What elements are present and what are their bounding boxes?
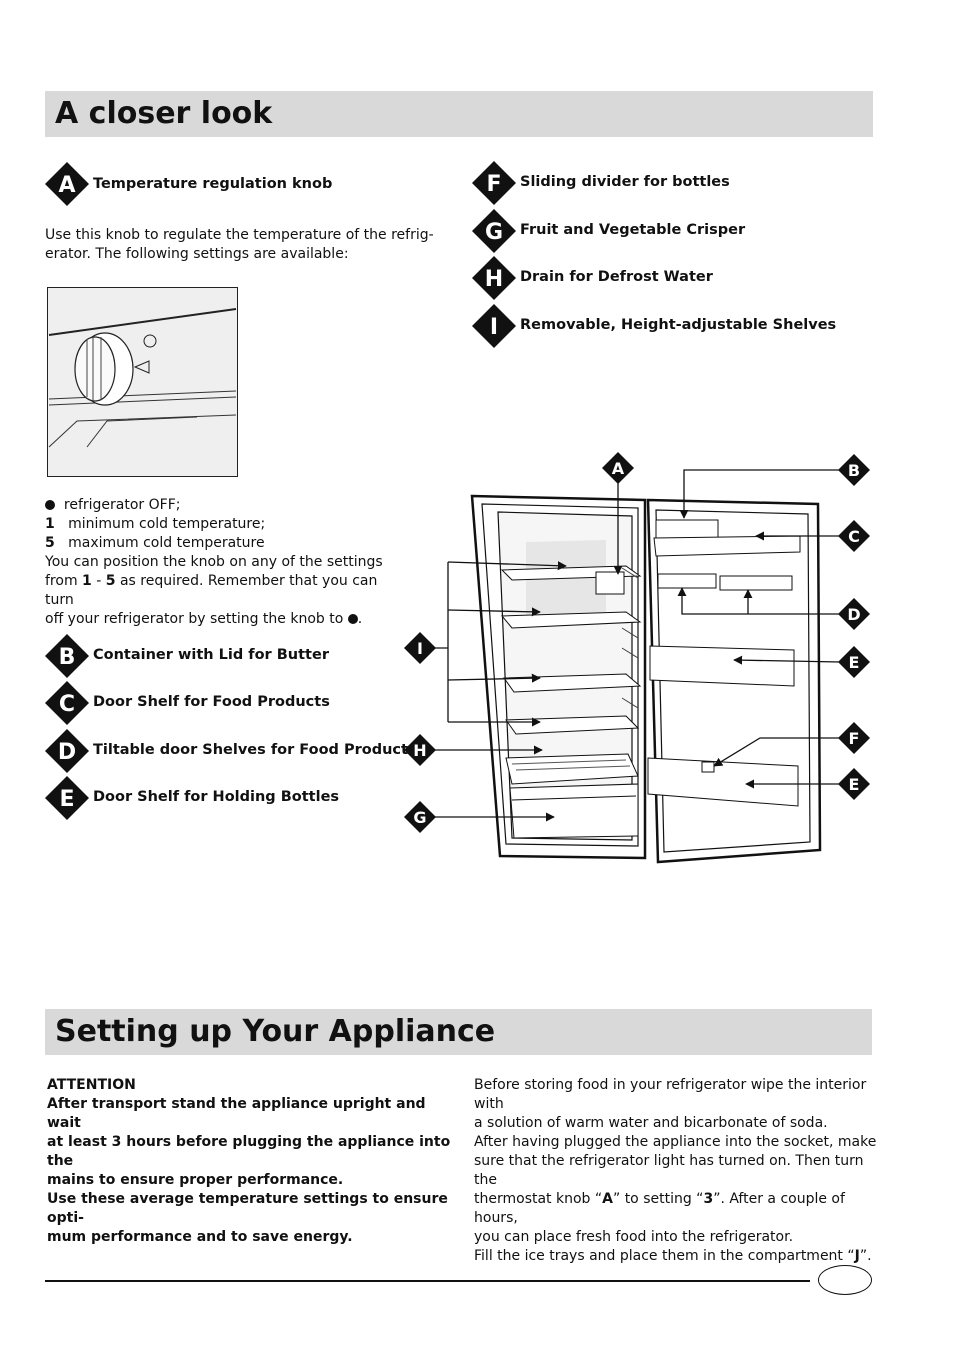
- attention-block: ATTENTION After transport stand the appl…: [47, 1077, 451, 1245]
- diagram-badge-g: G: [404, 801, 436, 833]
- diamond-badge-icon-d: D: [45, 729, 89, 773]
- svg-text:F: F: [849, 729, 860, 748]
- svg-text:D: D: [847, 605, 860, 624]
- diamond-badge-icon-g: G: [472, 209, 516, 253]
- svg-text:C: C: [59, 692, 75, 717]
- part-label-f: Sliding divider for bottles: [520, 174, 730, 190]
- knob-intro: Use this knob to regulate the temperatur…: [45, 227, 434, 262]
- part-label-d: Tiltable door Shelves for Food Products: [93, 742, 417, 758]
- svg-text:E: E: [849, 653, 860, 672]
- svg-text:B: B: [848, 461, 860, 480]
- off-dot-icon: [347, 614, 358, 624]
- part-label-c: Door Shelf for Food Products: [93, 694, 330, 710]
- section-title: A closer look: [55, 96, 273, 131]
- svg-text:G: G: [485, 220, 503, 245]
- diagram-badge-c: C: [838, 520, 870, 552]
- part-label-e: Door Shelf for Holding Bottles: [93, 789, 340, 805]
- part-label-a: Temperature regulation knob: [93, 176, 333, 192]
- svg-text:C: C: [848, 527, 860, 546]
- diagram-badge-h: H: [404, 734, 436, 766]
- svg-text:H: H: [485, 267, 503, 292]
- section-banner-closer-look: A closer look: [45, 91, 873, 137]
- svg-text:F: F: [486, 172, 501, 197]
- svg-text:H: H: [413, 741, 426, 760]
- svg-text:E: E: [59, 787, 74, 812]
- footer-rule: [45, 1280, 810, 1282]
- part-label-i: Removable, Height-adjustable Shelves: [520, 317, 837, 333]
- part-label-b: Container with Lid for Butter: [93, 647, 329, 663]
- diagram-badge-d: D: [838, 598, 870, 630]
- svg-text:D: D: [58, 740, 76, 765]
- svg-text:A: A: [58, 173, 75, 198]
- section-title: Setting up Your Appliance: [55, 1014, 496, 1049]
- part-label-g: Fruit and Vegetable Crisper: [520, 222, 746, 238]
- diamond-badge-icon-f: F: [472, 161, 516, 205]
- diamond-badge-icon-c: C: [45, 681, 89, 725]
- diagram-badge-b: B: [838, 454, 870, 486]
- diamond-badge-icon-a: A: [45, 162, 89, 206]
- diagram-badge-i: I: [404, 632, 436, 664]
- diamond-badge-icon-i: I: [472, 304, 516, 348]
- svg-text:G: G: [413, 808, 426, 827]
- off-dot-icon: [45, 500, 55, 510]
- section-banner-setting-up: Setting up Your Appliance: [45, 1009, 872, 1055]
- svg-text:I: I: [490, 315, 498, 340]
- svg-text:E: E: [849, 775, 860, 794]
- page-number-oval: [818, 1265, 872, 1295]
- svg-text:I: I: [417, 639, 423, 658]
- diagram-badge-a: A: [602, 452, 634, 484]
- svg-text:A: A: [612, 459, 625, 478]
- diamond-badge-icon-e: E: [45, 776, 89, 820]
- refrigerator-diagram: A B C D E F E I H G: [404, 452, 870, 864]
- knob-settings: refrigerator OFF; 1 minimum cold tempera…: [45, 497, 383, 627]
- svg-text:B: B: [59, 645, 76, 670]
- knob-illustration: [47, 287, 238, 477]
- part-label-h: Drain for Defrost Water: [520, 269, 713, 285]
- diagram-badge-e-lower: E: [838, 768, 870, 800]
- diagram-badge-f: F: [838, 722, 870, 754]
- setup-instructions: Before storing food in your refrigerator…: [474, 1077, 877, 1264]
- diamond-badge-icon-h: H: [472, 256, 516, 300]
- diamond-badge-icon-b: B: [45, 634, 89, 678]
- diagram-badge-e-upper: E: [838, 646, 870, 678]
